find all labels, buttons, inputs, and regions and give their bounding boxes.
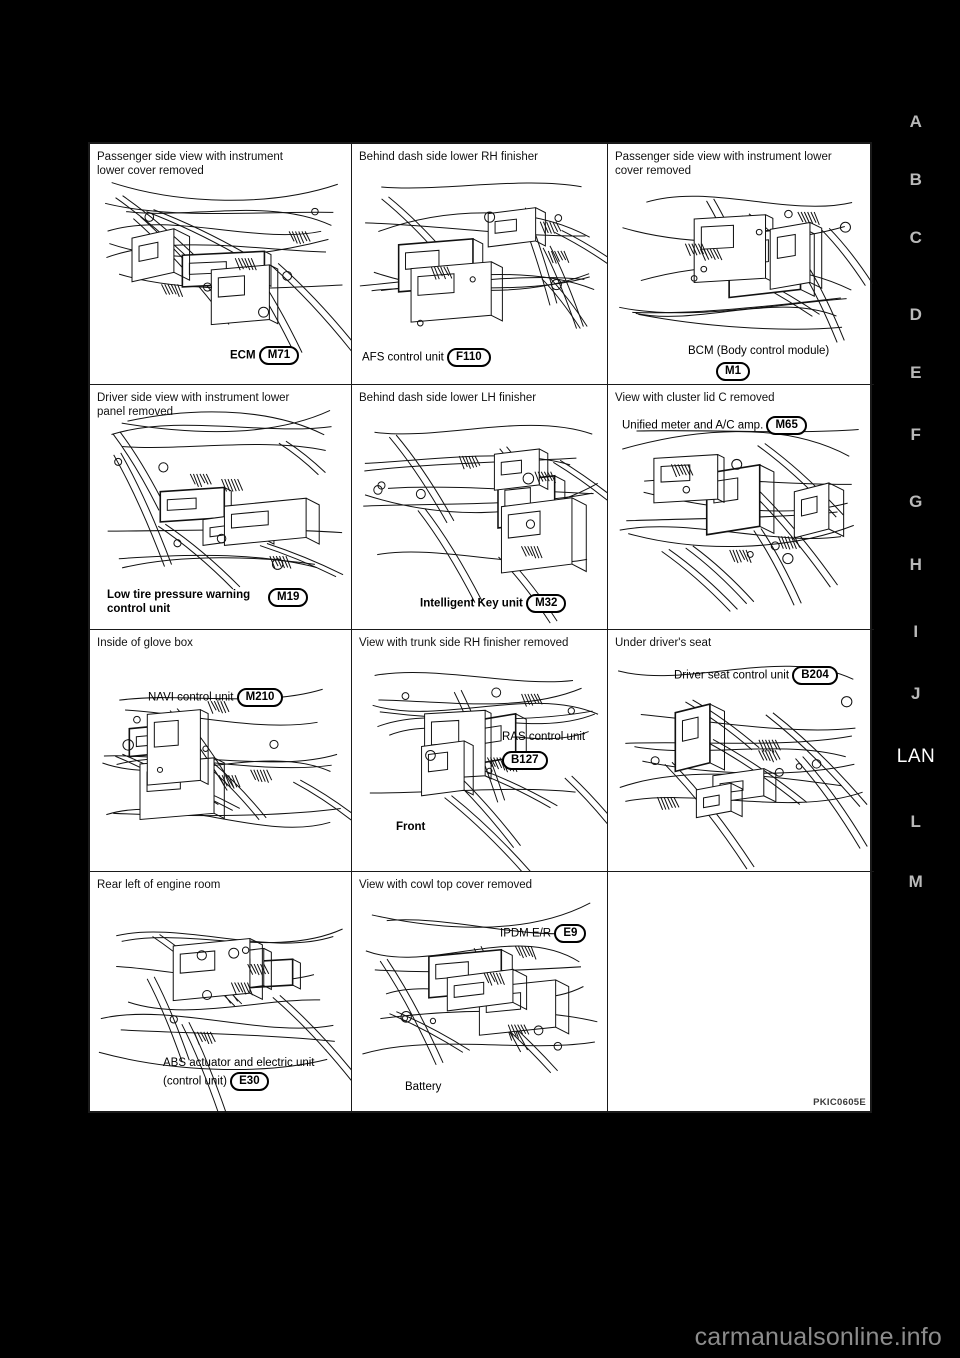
margin-tab-a[interactable]: A [909,112,923,131]
margin-tab-b[interactable]: B [909,170,923,189]
component-callout: AFS control unit F110 [362,348,491,367]
component-callout: M19 [268,588,309,607]
component-callout: Front [396,820,425,834]
margin-tab-d[interactable]: D [909,305,923,324]
component-location-illustration [352,872,607,1113]
figure-cell-3: Passenger side view with instrument lowe… [608,144,874,385]
component-callout: BCM (Body control module) [688,344,829,358]
component-callout: RAS control unit [502,730,585,744]
component-callout: (control unit) E30 [163,1072,269,1091]
callout-label: NAVI control unit [148,691,234,704]
figure-cell-title: View with trunk side RH finisher removed [359,637,569,649]
site-watermark: carmanualsonline.info [694,1323,942,1351]
component-callout: Driver seat control unit B204 [674,666,838,685]
callout-label: Unified meter and A/C amp. [622,419,764,432]
callout-label: IPDM E/R [500,927,552,940]
connector-badge-b204: B204 [792,666,838,685]
callout-label: ECM [230,349,256,362]
component-callout: ABS actuator and electric unit [163,1056,315,1070]
callout-label: Low tire pressure warning control unit [107,589,251,615]
margin-tab-f[interactable]: F [910,425,922,444]
component-location-illustration [90,872,351,1113]
callout-label: Driver seat control unit [674,669,790,682]
margin-tab-lan[interactable]: LAN [896,746,936,767]
connector-badge-m32: M32 [526,594,567,613]
component-location-illustration [352,144,607,384]
figure-id: PKIC0605E [813,1097,866,1108]
component-location-illustration [352,630,607,871]
component-callout: M1 [716,362,750,381]
component-callout: Battery [405,1080,441,1094]
figure-cell-title: Inside of glove box [97,637,193,649]
callout-label: Intelligent Key unit [420,597,523,610]
component-callout: NAVI control unit M210 [148,688,284,707]
component-location-illustration [608,144,874,384]
margin-tab-e[interactable]: E [910,363,922,382]
margin-tab-c[interactable]: C [909,228,923,247]
callout-label: BCM (Body control module) [688,345,830,357]
callout-label: (control unit) [163,1075,227,1088]
component-location-illustration [608,385,874,629]
connector-badge-m19: M19 [268,588,309,607]
figure-cell-4: Driver side view with instrument lower p… [90,385,352,630]
figure-cell-12: PKIC0605E [608,872,874,1113]
connector-badge-m71: M71 [258,346,300,365]
figure-cell-title: Driver side view with instrument lower p… [97,392,290,418]
figure-cell-title: Under driver's seat [615,637,712,649]
figure-cell-title: Behind dash side lower RH finisher [359,151,538,163]
connector-badge-e9: E9 [554,924,587,943]
connector-badge-m65: M65 [766,416,807,435]
callout-label: RAS control unit [502,731,586,743]
component-callout: ECM M71 [230,346,300,365]
figure-cell-1: Passenger side view with instrument lowe… [90,144,352,385]
figure-cell-title: Behind dash side lower LH finisher [359,392,537,404]
callout-label: ABS actuator and electric unit [163,1057,315,1069]
component-location-illustration [352,385,607,629]
margin-tab-m[interactable]: M [908,872,924,891]
callout-label: AFS control unit [362,351,444,364]
component-location-illustration [90,385,351,629]
margin-tab-l[interactable]: L [910,812,922,831]
connector-badge-b127: B127 [502,751,548,770]
margin-tab-h[interactable]: H [909,555,923,574]
component-callout: B127 [502,751,548,770]
connector-badge-m210: M210 [236,688,284,707]
margin-tab-j[interactable]: J [911,684,921,703]
component-callout: IPDM E/R E9 [500,924,587,943]
figure-cell-8: View with trunk side RH finisher removed… [352,630,608,872]
margin-tab-g[interactable]: G [909,492,923,511]
connector-badge-e30: E30 [230,1072,269,1091]
margin-tab-strip: A B C D E F G H I J LAN L M [872,0,960,1358]
figure-cell-title: View with cowl top cover removed [359,879,532,891]
figure-cell-title: Passenger side view with instrument lowe… [97,151,283,177]
component-callout: Unified meter and A/C amp. M65 [622,416,807,435]
callout-label: Front [396,821,426,833]
margin-tab-i[interactable]: I [913,622,919,641]
callout-label: Battery [405,1081,442,1093]
component-location-figure-table: Passenger side view with instrument lowe… [88,142,874,1113]
connector-badge-f110: F110 [447,348,491,367]
component-location-illustration [90,630,351,871]
figure-cell-title: Passenger side view with instrument lowe… [615,151,832,177]
component-callout: Intelligent Key unit M32 [420,594,567,613]
component-location-illustration [608,630,874,871]
connector-badge-m1: M1 [716,362,750,381]
component-location-illustration [90,144,351,384]
figure-cell-title: Rear left of engine room [97,879,221,891]
component-callout: Low tire pressure warning control unit [107,588,250,616]
figure-cell-title: View with cluster lid C removed [615,392,775,404]
